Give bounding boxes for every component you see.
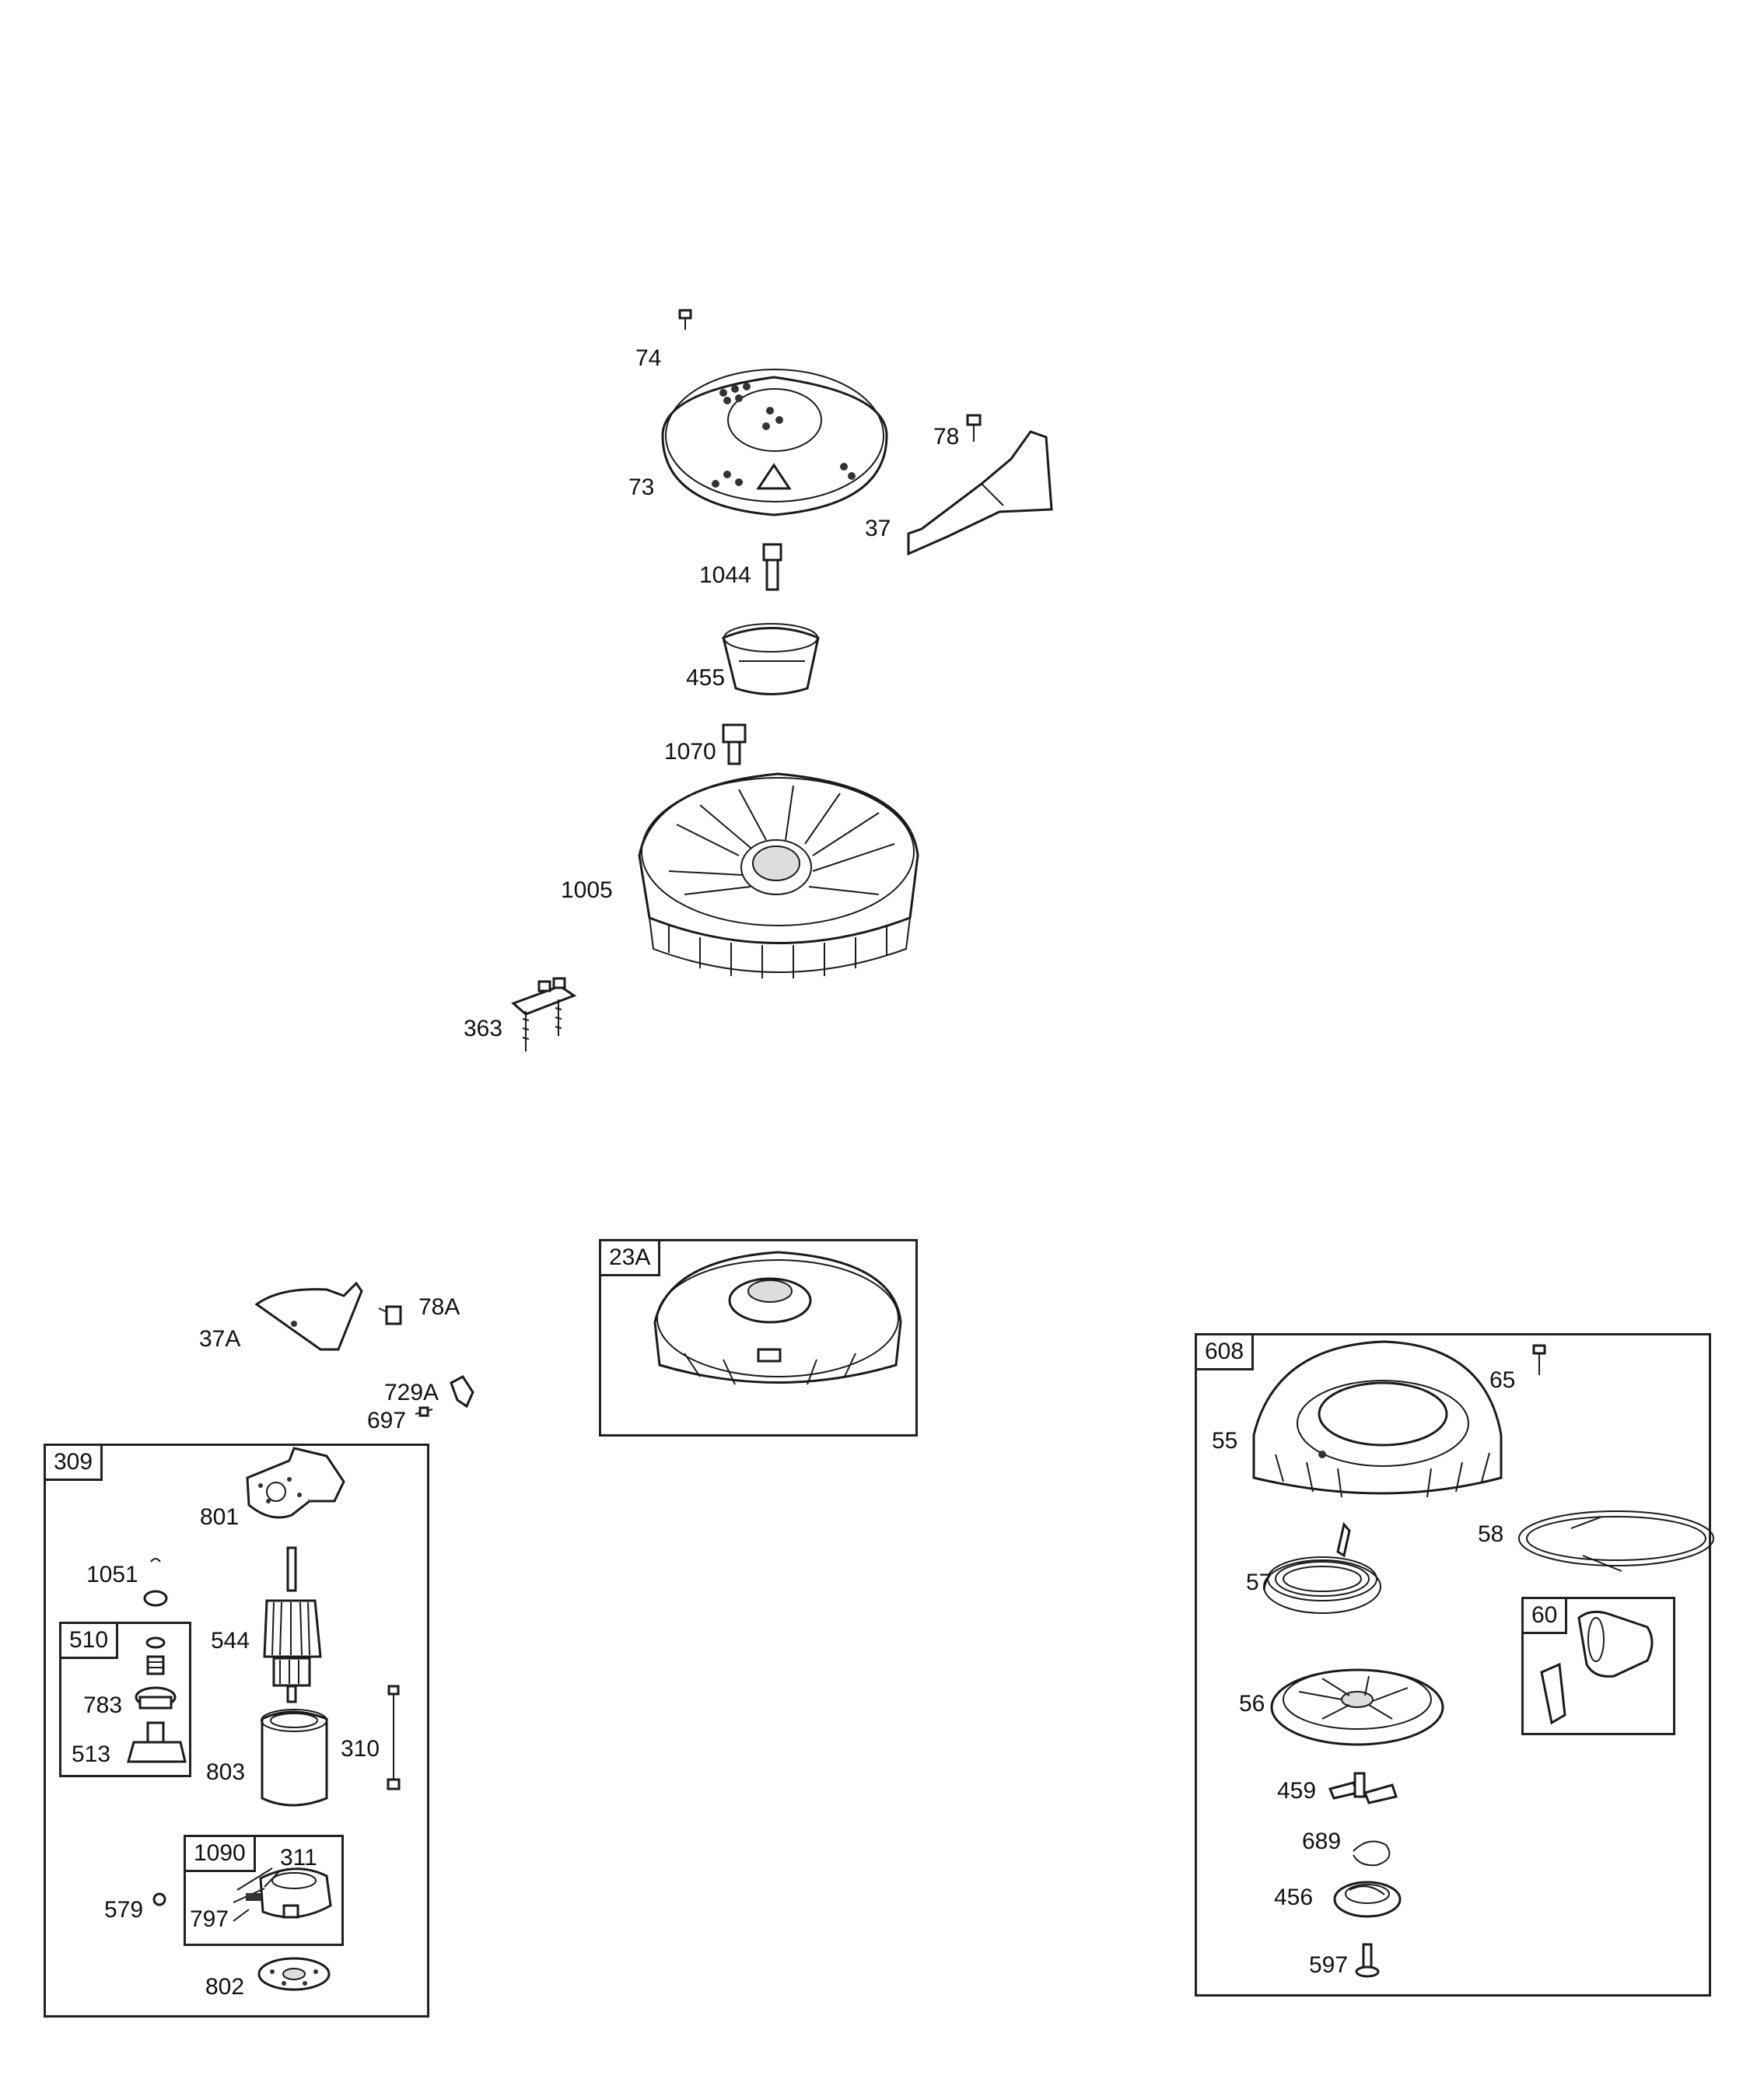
part-55-housing-drawing xyxy=(1252,1340,1503,1498)
part-65-screw-drawing xyxy=(1532,1344,1546,1375)
part-23A-flywheel-drawing xyxy=(653,1251,902,1385)
part-78-screw-drawing xyxy=(966,414,982,442)
group-608-frame: 608 xyxy=(1195,1333,1711,1997)
label-60: 60 xyxy=(1524,1599,1568,1634)
part-544-armature-drawing xyxy=(263,1546,322,1703)
part-56-pulley-drawing xyxy=(1270,1668,1444,1746)
group-23A-frame: 23A xyxy=(599,1239,918,1437)
part-60-handle-drawing xyxy=(1540,1610,1654,1725)
label-459: 459 xyxy=(1277,1778,1317,1804)
label-58: 58 xyxy=(1478,1521,1504,1547)
part-597-screw-drawing xyxy=(1355,1943,1380,1978)
label-310: 310 xyxy=(341,1736,380,1762)
part-37-guide-drawing xyxy=(907,430,1053,556)
part-455-cup-drawing xyxy=(722,623,820,695)
part-1051-drawing xyxy=(143,1558,168,1607)
label-608: 608 xyxy=(1197,1335,1255,1370)
part-58-rope-drawing xyxy=(1518,1510,1714,1572)
group-510-frame: 510 xyxy=(59,1622,191,1777)
part-801-drawing xyxy=(246,1447,345,1519)
label-729A: 729A xyxy=(384,1380,439,1405)
label-689: 689 xyxy=(1302,1829,1342,1854)
part-579-drawing xyxy=(152,1892,166,1906)
label-510: 510 xyxy=(61,1624,119,1659)
group-1090-frame: 1090 xyxy=(184,1835,344,1946)
label-363: 363 xyxy=(464,1016,503,1041)
part-73-screen-drawing xyxy=(661,369,888,516)
label-57: 57 xyxy=(1246,1570,1272,1595)
group-60-frame: 60 xyxy=(1521,1597,1675,1735)
label-37: 37 xyxy=(865,516,891,541)
part-37A-shield-drawing xyxy=(254,1281,363,1351)
label-544: 544 xyxy=(211,1628,250,1654)
part-689-ring-drawing xyxy=(1353,1840,1391,1867)
part-1044-bolt-drawing xyxy=(762,543,782,591)
part-74-screw-drawing xyxy=(678,309,692,330)
label-802: 802 xyxy=(205,1974,245,2000)
label-455: 455 xyxy=(686,665,726,691)
label-311: 311 xyxy=(280,1845,317,1871)
label-1044: 1044 xyxy=(699,562,751,588)
leader-797 xyxy=(233,1909,250,1922)
label-65: 65 xyxy=(1489,1367,1516,1393)
label-74: 74 xyxy=(635,345,662,371)
label-803: 803 xyxy=(206,1759,246,1785)
label-1005: 1005 xyxy=(561,877,613,903)
label-1090: 1090 xyxy=(186,1837,256,1872)
part-1005-flywheel-drawing xyxy=(638,772,919,978)
label-56: 56 xyxy=(1239,1691,1265,1717)
label-597: 597 xyxy=(1309,1952,1349,1978)
part-78A-screw-drawing xyxy=(378,1305,402,1325)
label-783: 783 xyxy=(83,1692,123,1718)
part-510-drawing xyxy=(127,1636,187,1763)
label-37A: 37A xyxy=(199,1326,241,1352)
group-309-frame: 309 xyxy=(44,1444,429,2018)
label-697: 697 xyxy=(367,1408,407,1433)
part-803-housing-drawing xyxy=(261,1709,328,1807)
part-310-bolt-drawing xyxy=(387,1685,401,1790)
label-1070: 1070 xyxy=(664,739,716,765)
part-456-retainer-drawing xyxy=(1333,1881,1402,1918)
part-459-dog-drawing xyxy=(1328,1772,1398,1804)
label-797: 797 xyxy=(190,1906,229,1932)
label-309: 309 xyxy=(46,1446,103,1481)
leader-311 xyxy=(264,1870,281,1888)
part-57-spring-drawing xyxy=(1263,1521,1381,1614)
part-802-plate-drawing xyxy=(257,1957,331,1991)
label-78A: 78A xyxy=(418,1294,460,1320)
label-513: 513 xyxy=(72,1741,111,1767)
label-801: 801 xyxy=(200,1504,240,1530)
label-55: 55 xyxy=(1212,1428,1238,1454)
part-363-bracket-drawing xyxy=(511,977,577,1052)
label-23A: 23A xyxy=(601,1241,661,1276)
part-1090-end-cap-drawing xyxy=(233,1867,332,1919)
label-73: 73 xyxy=(628,474,655,500)
label-579: 579 xyxy=(104,1897,144,1923)
label-456: 456 xyxy=(1274,1885,1314,1910)
label-78: 78 xyxy=(933,424,960,450)
part-1070-bolt-drawing xyxy=(722,723,747,765)
part-729A-697-drawing xyxy=(415,1375,474,1417)
label-1051: 1051 xyxy=(86,1562,138,1587)
